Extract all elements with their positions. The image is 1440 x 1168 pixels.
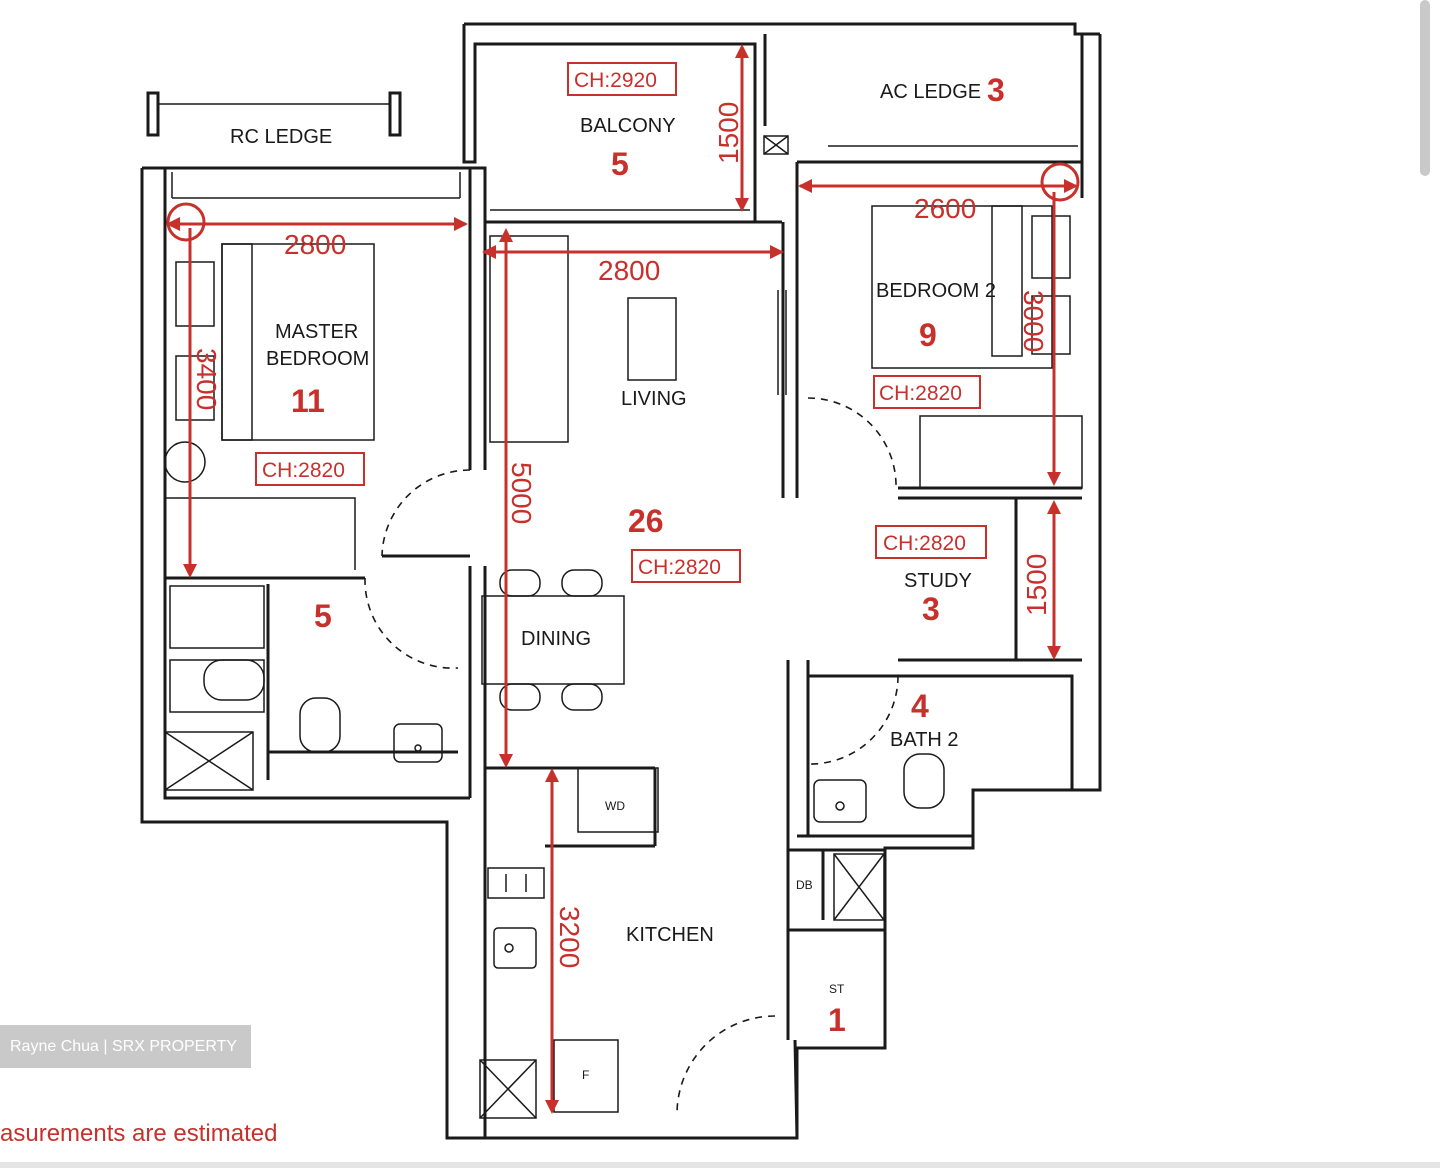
room-label-kitchen: KITCHEN	[626, 924, 714, 946]
dim-kitchen-depth: 3200	[554, 906, 585, 968]
measurement-note: asurements are estimated	[0, 1120, 278, 1147]
ch-living: CH:2820	[638, 556, 721, 579]
label-st: ST	[829, 982, 845, 996]
dim-bedroom2-depth: 3000	[1018, 290, 1049, 352]
area-study: 3	[922, 591, 940, 627]
dim-bedroom2-width: 2600	[914, 193, 976, 224]
dim-master-depth: 3400	[191, 348, 222, 410]
dim-balcony-depth: 1500	[713, 102, 744, 164]
door-swings	[364, 397, 899, 1115]
scrollbar-thumb[interactable]	[1420, 0, 1430, 176]
room-label-master-line2: BEDROOM	[266, 348, 369, 370]
ch-balcony: CH:2920	[574, 69, 657, 92]
dim-living-depth: 5000	[506, 462, 537, 524]
ceiling-height-boxes	[255, 62, 987, 583]
windows	[171, 145, 1078, 395]
dimension-lines	[166, 44, 1080, 1114]
room-label-living: LIVING	[621, 388, 687, 410]
watermark: Rayne Chua | SRX PROPERTY	[0, 1025, 251, 1068]
room-label-study: STUDY	[904, 570, 972, 592]
rc-ledge	[146, 91, 402, 137]
area-balcony: 5	[611, 146, 629, 182]
furniture	[164, 135, 1083, 1119]
room-label-bedroom2: BEDROOM 2	[876, 280, 996, 302]
label-db: DB	[796, 878, 813, 892]
ch-study: CH:2820	[883, 532, 966, 555]
ch-master: CH:2820	[262, 459, 345, 482]
area-living: 26	[628, 503, 664, 539]
dim-master-width: 2800	[284, 229, 346, 260]
ch-bedroom2: CH:2820	[879, 382, 962, 405]
dim-study-depth: 1500	[1021, 554, 1052, 616]
area-master: 11	[291, 383, 325, 419]
area-bath2: 4	[911, 688, 929, 724]
area-ac-ledge: 3	[987, 72, 1005, 108]
dim-living-width: 2800	[598, 255, 660, 286]
room-label-dining: DINING	[521, 628, 591, 650]
room-label-rc-ledge: RC LEDGE	[230, 126, 332, 148]
room-label-ac-ledge: AC LEDGE	[880, 81, 981, 103]
bottom-rule	[0, 1162, 1440, 1168]
area-store: 1	[828, 1002, 846, 1038]
room-label-bath2: BATH 2	[890, 729, 959, 751]
room-label-balcony: BALCONY	[580, 115, 676, 137]
label-f: F	[582, 1068, 589, 1082]
area-master-bath: 5	[314, 598, 332, 634]
room-label-master-line1: MASTER	[275, 321, 358, 343]
label-wd: WD	[605, 799, 625, 813]
area-bedroom2: 9	[919, 317, 937, 353]
